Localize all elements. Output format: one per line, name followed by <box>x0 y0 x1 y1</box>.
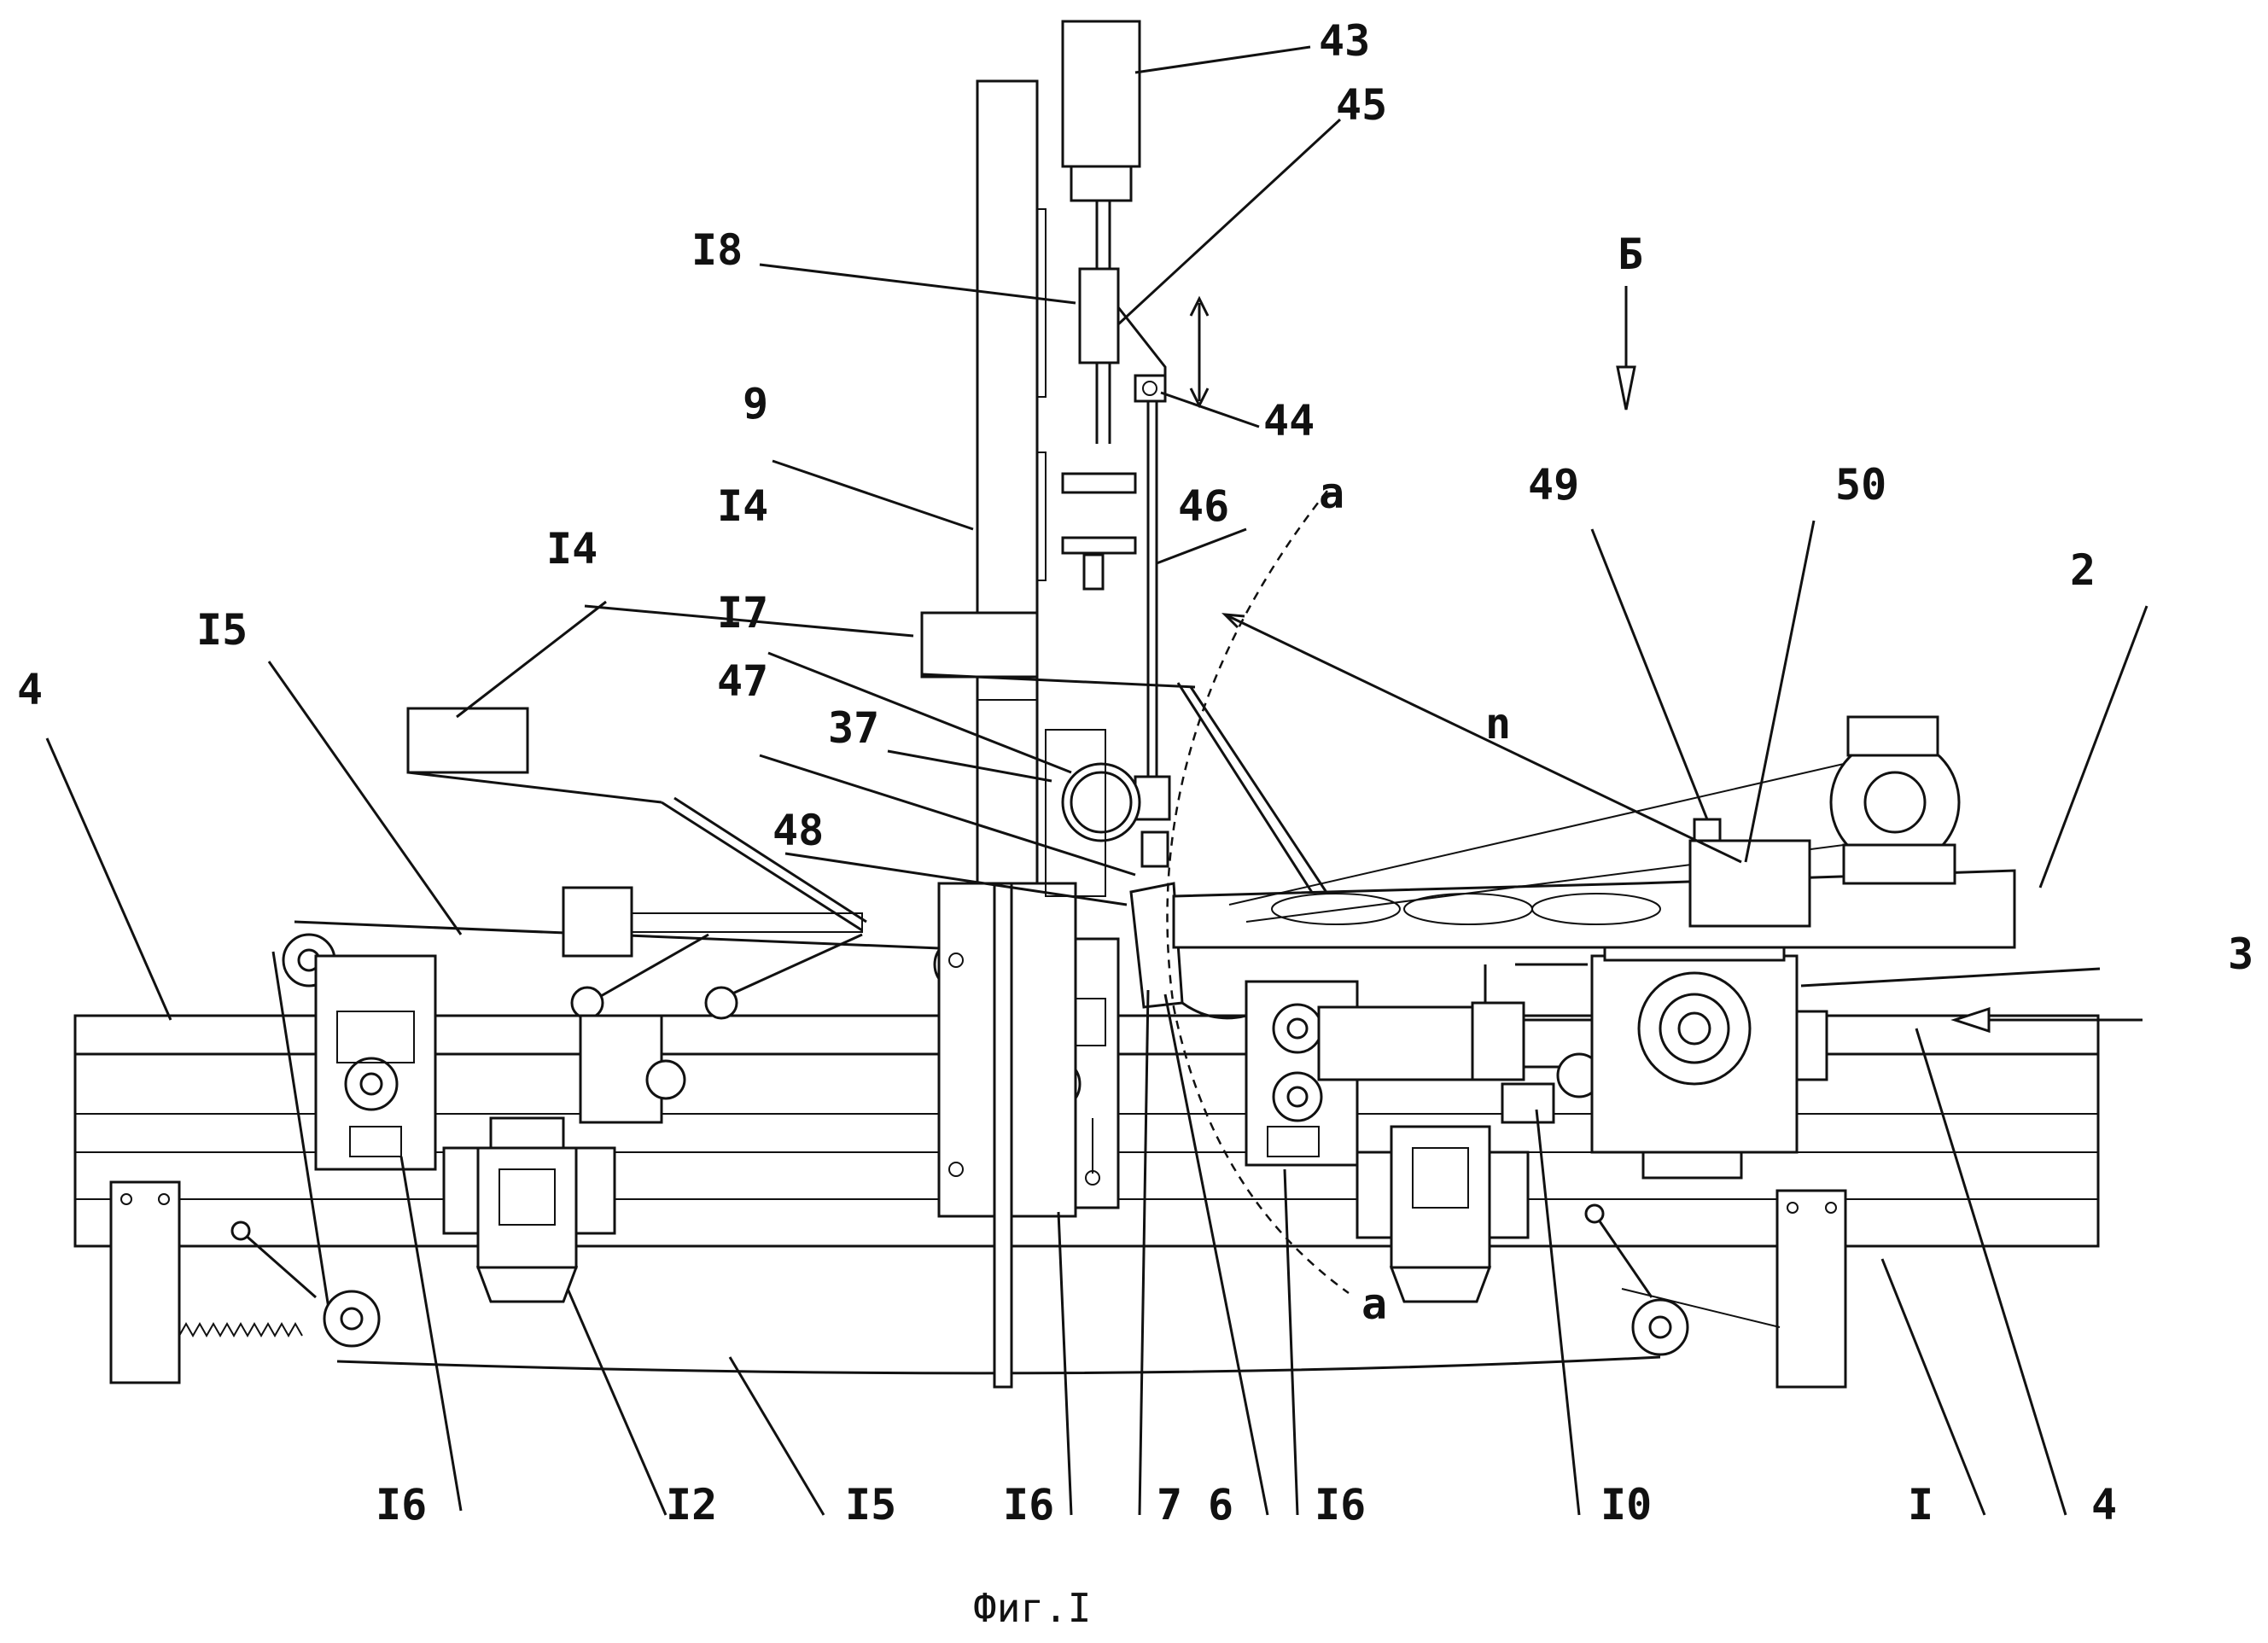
label-b: Б <box>1618 230 1643 279</box>
label-6: 6 <box>1208 1480 1233 1529</box>
label-18: I8 <box>691 225 743 275</box>
label-37: 37 <box>828 703 879 753</box>
label-1: I <box>1908 1480 1933 1529</box>
motor-43 <box>1063 21 1140 444</box>
label-n: n <box>1485 699 1511 749</box>
roller-block-16-left <box>316 956 435 1169</box>
label-16-right: I6 <box>1315 1480 1366 1529</box>
label-15-top: I5 <box>196 605 248 655</box>
label-4-right: 4 <box>2091 1480 2117 1529</box>
gearbox-3 <box>1592 939 1827 1178</box>
label-16-left: I6 <box>376 1480 427 1529</box>
label-16-middle: I6 <box>1003 1480 1054 1529</box>
label-3: 3 <box>2228 929 2253 979</box>
label-47: 47 <box>717 656 768 706</box>
label-14-upper: I4 <box>717 481 768 531</box>
label-45: 45 <box>1336 80 1387 130</box>
label-2: 2 <box>2070 545 2096 595</box>
label-14-left: I4 <box>546 524 598 574</box>
label-4-left: 4 <box>17 665 43 714</box>
dimension-n <box>1225 615 1741 862</box>
figure-caption: Фиг.I <box>973 1585 1091 1631</box>
label-43: 43 <box>1319 16 1370 66</box>
label-a-top: a <box>1319 469 1344 518</box>
label-9: 9 <box>743 379 768 428</box>
label-48: 48 <box>773 806 824 855</box>
label-10: I0 <box>1600 1480 1652 1529</box>
label-12: I2 <box>666 1480 717 1529</box>
label-7: 7 <box>1157 1480 1182 1529</box>
label-44: 44 <box>1263 396 1315 446</box>
label-15-bottom: I5 <box>845 1480 896 1529</box>
table-2 <box>1174 717 2014 947</box>
motor-right <box>1357 1127 1528 1302</box>
vertical-column-9 <box>939 81 1076 1387</box>
label-46: 46 <box>1178 481 1229 531</box>
label-49: 49 <box>1528 460 1579 510</box>
label-50: 50 <box>1835 460 1886 510</box>
label-17: I7 <box>717 588 768 638</box>
label-a-bottom: a <box>1361 1279 1387 1329</box>
